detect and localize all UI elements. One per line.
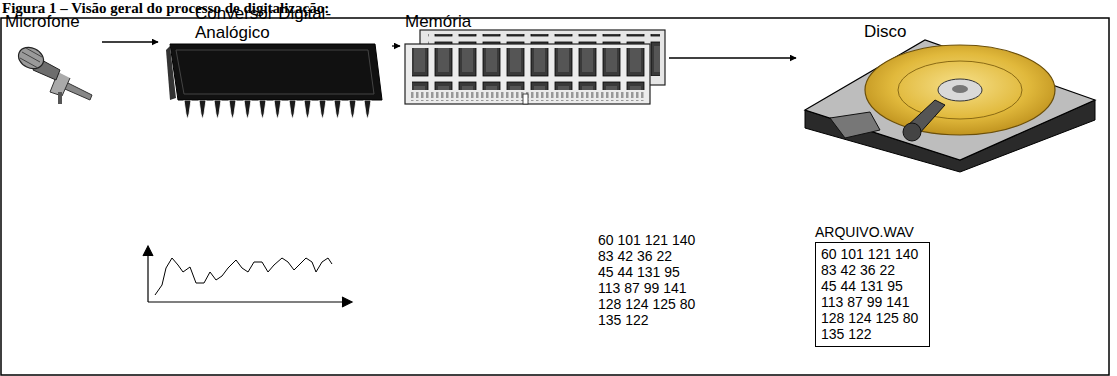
file-name: ARQUIVO.WAV bbox=[815, 224, 930, 240]
memory-data-line: 113 87 99 141 bbox=[598, 280, 687, 296]
memory-data-line: 128 124 125 80 bbox=[598, 296, 695, 312]
file-node: ARQUIVO.WAV 60 101 121 14083 42 36 2245 4… bbox=[815, 224, 930, 347]
component-label: Memória bbox=[405, 12, 471, 31]
waveform-graph bbox=[143, 246, 352, 307]
file-data-line: 113 87 99 141 bbox=[821, 294, 923, 310]
memory-data-line: 135 122 bbox=[598, 312, 649, 328]
memory-modules bbox=[405, 30, 665, 104]
memory-data-line: 83 42 36 22 bbox=[598, 248, 672, 264]
microphone-node: Microfone bbox=[5, 8, 100, 108]
memory-node: Memória bbox=[402, 8, 667, 110]
memory-data-line: 45 44 131 95 bbox=[598, 264, 680, 280]
flow-arrow bbox=[669, 57, 796, 58]
component-label: Microfone bbox=[5, 12, 80, 31]
component-label: Disco bbox=[864, 22, 907, 41]
microphone-icon bbox=[15, 43, 92, 104]
figure-frame bbox=[1, 18, 1109, 375]
file-data-line: 128 124 125 80 bbox=[821, 310, 923, 326]
file-data-line: 45 44 131 95 bbox=[821, 278, 923, 294]
file-data-line: 60 101 121 140 bbox=[821, 246, 923, 262]
converter-node: Conversor Digital-Analógico bbox=[160, 4, 390, 126]
component-label: Conversor Digital-Analógico bbox=[195, 4, 345, 42]
hard-disk bbox=[805, 40, 1095, 172]
flow-arrow bbox=[392, 45, 400, 46]
disk-node: Disco bbox=[798, 8, 1103, 170]
converter-chip bbox=[166, 44, 382, 120]
file-data-line: 135 122 bbox=[821, 326, 923, 342]
file-data-line: 83 42 36 22 bbox=[821, 262, 923, 278]
flow-arrow bbox=[102, 41, 158, 42]
memory-data-line: 60 101 121 140 bbox=[598, 232, 695, 248]
file-box: 60 101 121 14083 42 36 2245 44 131 95113… bbox=[815, 242, 930, 347]
